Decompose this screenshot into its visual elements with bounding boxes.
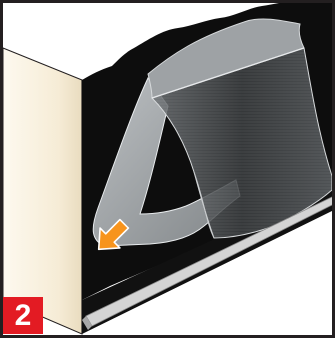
step-number: 2 (3, 297, 43, 334)
wall-face (3, 48, 82, 334)
